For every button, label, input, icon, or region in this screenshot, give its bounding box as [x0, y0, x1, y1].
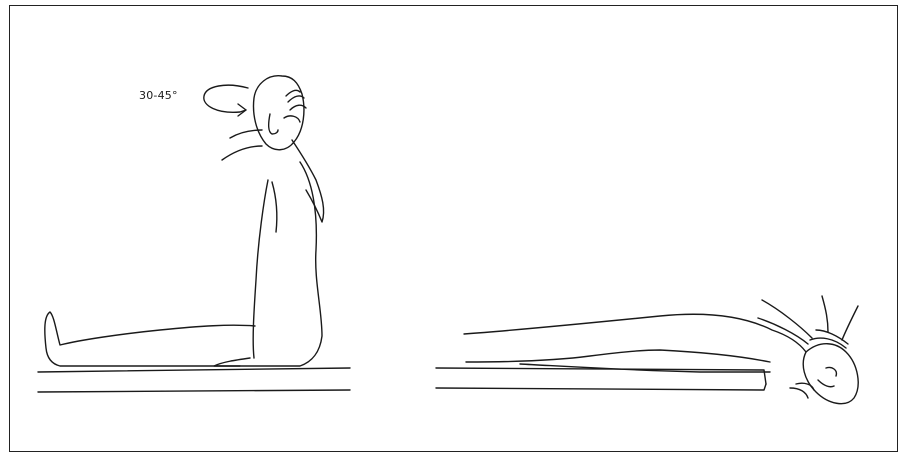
supine-body	[464, 314, 806, 372]
supporting-hands	[790, 330, 848, 398]
seated-head	[254, 76, 304, 150]
supine-head	[803, 344, 858, 404]
left-table	[38, 368, 350, 392]
supine-person-figure	[436, 296, 858, 404]
seated-person-figure	[38, 76, 350, 392]
rotation-arrow	[204, 85, 248, 112]
seated-torso	[214, 162, 322, 366]
left-legs	[45, 312, 255, 366]
examiner-lines	[758, 296, 858, 344]
motion-lines	[222, 130, 262, 160]
rotation-angle-label: 30-45°	[139, 89, 178, 102]
